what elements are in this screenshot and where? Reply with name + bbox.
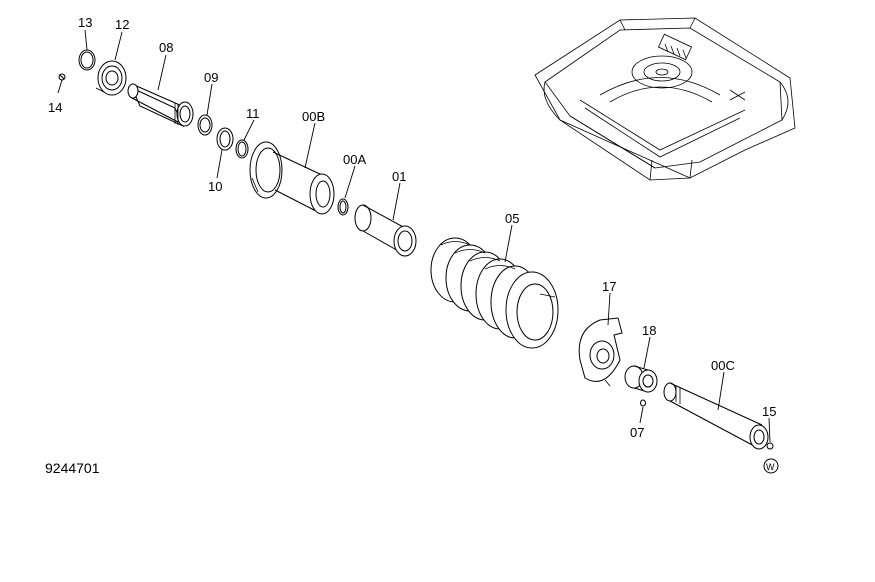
- callout-15: 15: [762, 404, 776, 419]
- part-09-ring: [197, 114, 213, 136]
- part-13-o-ring: [78, 49, 96, 71]
- part-17-plate: [578, 317, 623, 387]
- part-01-tube: [354, 204, 417, 257]
- callout-00A: 00A: [343, 152, 366, 167]
- part-07-pin: [640, 399, 646, 407]
- callout-w: W: [766, 462, 775, 472]
- figure-number: 9244701: [45, 460, 100, 476]
- callout-00B: 00B: [302, 109, 325, 124]
- part-12-end-cap: [95, 60, 127, 96]
- part-10-seal-ring: [216, 127, 234, 151]
- callout-00C: 00C: [711, 358, 735, 373]
- callout-11: 11: [246, 106, 260, 121]
- part-11-o-ring: [235, 139, 249, 159]
- callout-05: 05: [505, 211, 519, 226]
- callout-08: 08: [159, 40, 173, 55]
- callout-09: 09: [204, 70, 218, 85]
- part-00A-ring: [337, 198, 349, 216]
- callout-07: 07: [630, 425, 644, 440]
- undercarriage-frame-illustration: [534, 17, 796, 181]
- callout-18: 18: [642, 323, 656, 338]
- part-15-screw: [766, 442, 774, 450]
- callout-01: 01: [392, 169, 406, 184]
- part-18-collar: [624, 365, 658, 393]
- part-08-bushing: [127, 83, 194, 128]
- part-00C-shaft: [663, 382, 769, 450]
- callout-12: 12: [115, 17, 129, 32]
- callout-labels: 13 12 14 08 09 11 10 00B 00A 01 05 17 18…: [48, 15, 776, 472]
- callout-14: 14: [48, 100, 62, 115]
- callout-10: 10: [208, 179, 222, 194]
- part-00B-flanged-sleeve: [249, 141, 335, 215]
- part-14-screw: [58, 73, 66, 81]
- callout-13: 13: [78, 15, 92, 30]
- part-05-recoil-spring: [430, 237, 559, 349]
- callout-17: 17: [602, 279, 616, 294]
- w-marker: [763, 458, 779, 474]
- leader-lines: [57, 29, 771, 443]
